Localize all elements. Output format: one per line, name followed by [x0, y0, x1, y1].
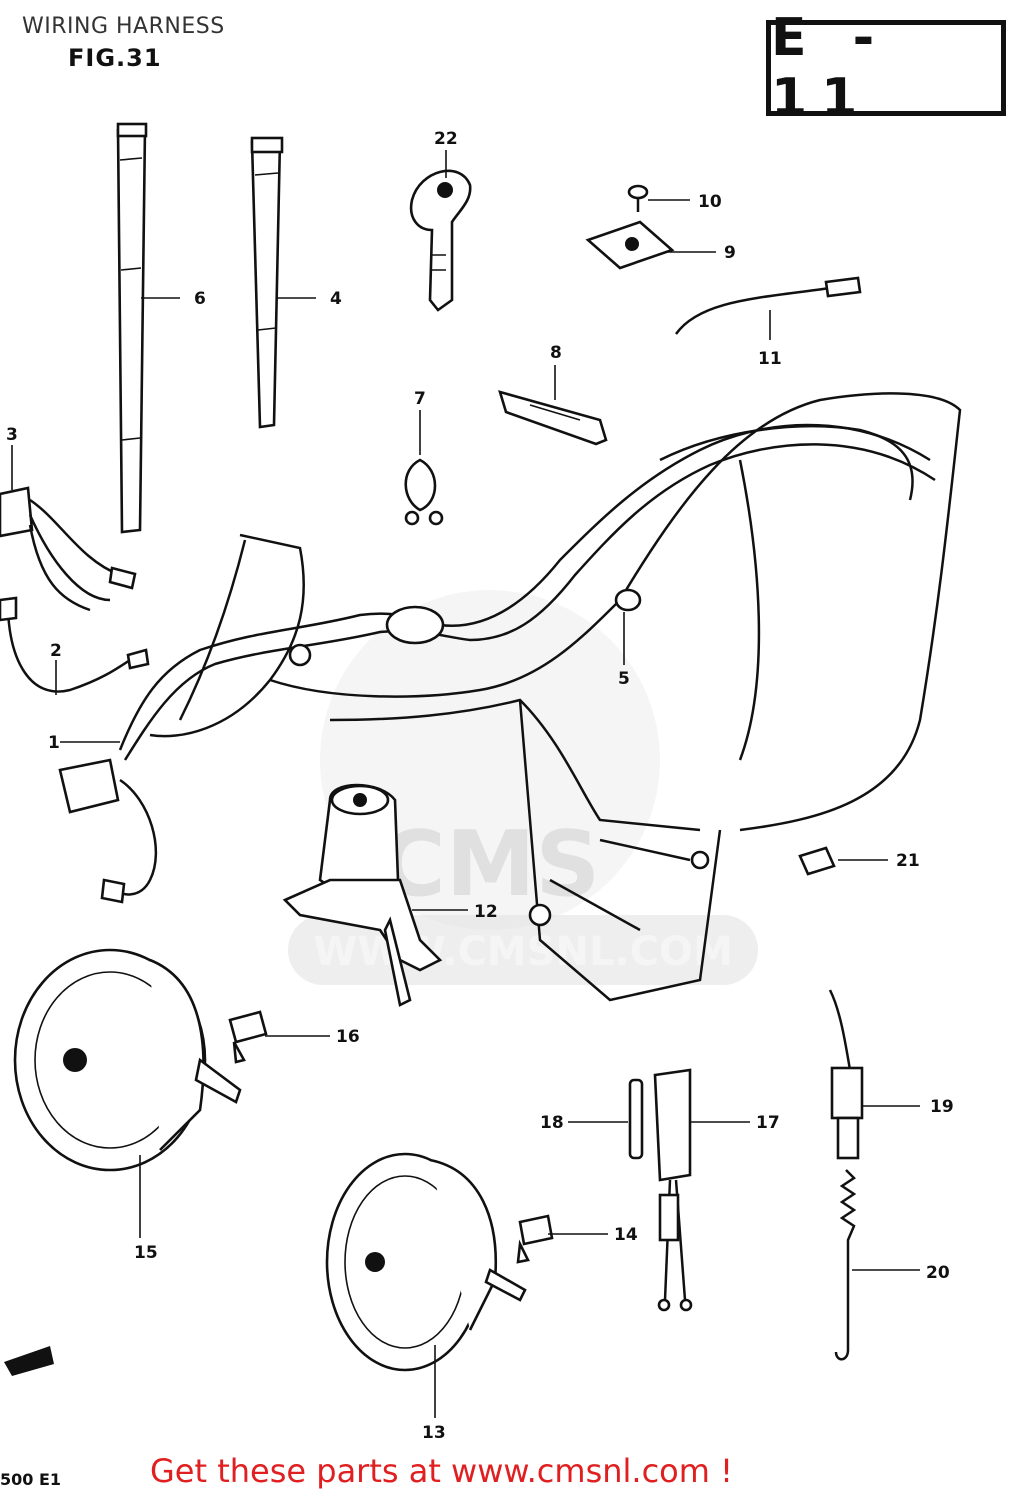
watermark-logo: CMS [380, 812, 600, 917]
part-22-key [409, 169, 472, 312]
callout-22: 22 [434, 129, 458, 149]
part-9-plate [585, 220, 675, 270]
section-code: E - 11 [771, 8, 889, 128]
leader-lines [11, 150, 920, 1418]
cms-watermark: CMS WWW.CMSNL.COM [288, 590, 758, 985]
part-5-junction [614, 588, 642, 612]
callout-8: 8 [550, 343, 562, 363]
part-14-bolt [516, 1214, 554, 1264]
part-15-horn [13, 948, 242, 1172]
part-21-grommet [798, 846, 836, 876]
part-6-sleeve [116, 122, 148, 534]
part-7-clamp [404, 458, 444, 526]
part-17-fuse-holder [653, 1068, 693, 1312]
part-11-lead [674, 276, 862, 335]
part-10-screw [627, 184, 649, 212]
callout-5: 5 [618, 669, 630, 689]
callout-19: 19 [930, 1097, 954, 1117]
callout-4: 4 [330, 289, 342, 309]
diagram-title: WIRING HARNESS [22, 14, 225, 39]
part-4-sleeve [250, 136, 284, 429]
model-code: 500 E1 [0, 1470, 62, 1489]
callout-9: 9 [724, 243, 736, 263]
front-arrow-icon [4, 1346, 54, 1376]
frame-body [149, 392, 962, 1002]
section-code-box: E - 11 [766, 8, 1006, 128]
callout-16: 16 [336, 1027, 360, 1047]
part-13-horn [325, 1152, 527, 1372]
part-12-ignition-switch [282, 783, 443, 1007]
part-18-fuse [628, 1078, 644, 1160]
part-2-lead [0, 596, 150, 693]
callout-2: 2 [50, 641, 62, 661]
watermark-url: WWW.CMSNL.COM [313, 929, 733, 975]
callout-numbers: 1 2 3 4 5 6 7 8 9 10 11 12 13 14 15 16 1… [6, 129, 954, 1443]
callout-14: 14 [614, 1225, 638, 1245]
callout-15: 15 [134, 1243, 158, 1263]
callout-17: 17 [756, 1113, 780, 1133]
callout-12: 12 [474, 902, 498, 922]
callout-20: 20 [926, 1263, 950, 1283]
part-3-connector [0, 486, 137, 612]
callout-10: 10 [698, 192, 722, 212]
callout-1: 1 [48, 733, 60, 753]
part-16-bolt [228, 1010, 268, 1064]
callout-11: 11 [758, 349, 782, 369]
callout-18: 18 [540, 1113, 564, 1133]
callout-3: 3 [6, 425, 18, 445]
part-8-bracket [498, 390, 608, 446]
part-20-spring [834, 1169, 857, 1361]
callout-7: 7 [414, 389, 426, 409]
parts-link-banner[interactable]: Get these parts at www.cmsnl.com ! [150, 1452, 733, 1490]
figure-label: FIG.31 [68, 44, 162, 72]
callout-13: 13 [422, 1423, 446, 1443]
part-1-harness [58, 423, 936, 904]
part-19-switch [828, 989, 864, 1160]
callout-21: 21 [896, 851, 920, 871]
callout-6: 6 [194, 289, 206, 309]
